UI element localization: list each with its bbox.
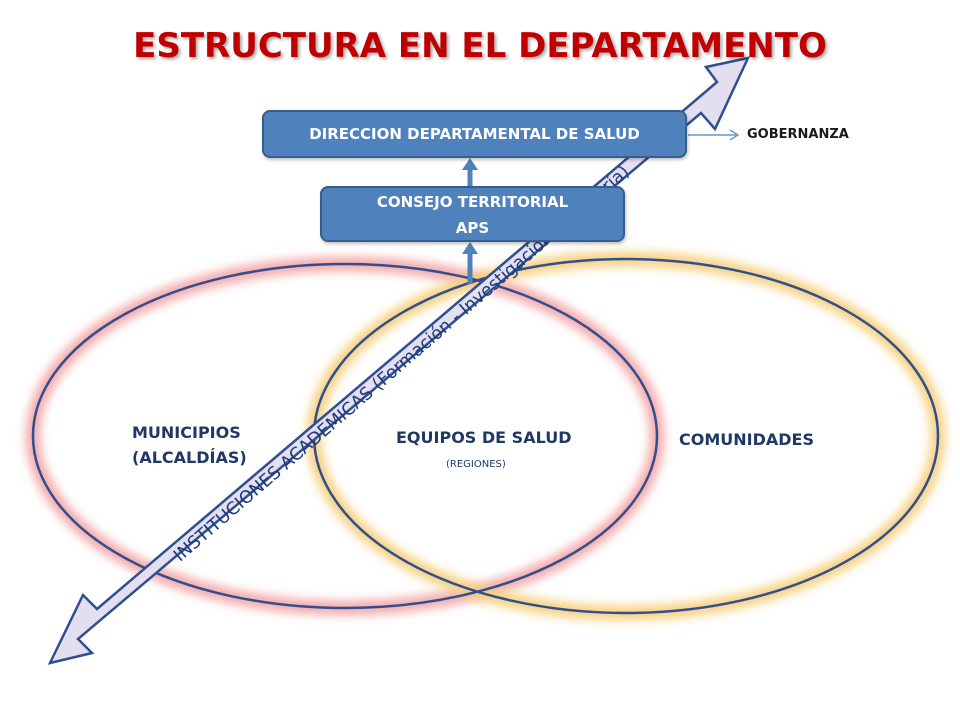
regiones-label: (REGIONES) bbox=[446, 459, 506, 470]
municipios-label-line2: (ALCALDÍAS) bbox=[132, 448, 247, 467]
equipos-salud-label: EQUIPOS DE SALUD bbox=[396, 428, 572, 447]
arrowhead-up-icon bbox=[462, 158, 478, 170]
consejo-label-line1: CONSEJO TERRITORIAL bbox=[376, 193, 569, 211]
page-title: ESTRUCTURA EN EL DEPARTAMENTO bbox=[133, 26, 827, 66]
direccion-departamental-box: DIRECCION DEPARTAMENTAL DE SALUD bbox=[262, 110, 687, 158]
municipios-circle bbox=[31, 262, 659, 610]
arrowhead-up-icon bbox=[462, 242, 478, 254]
consejo-territorial-box: CONSEJO TERRITORIAL APS bbox=[320, 186, 625, 242]
municipios-label: MUNICIPIOS (ALCALDÍAS) bbox=[132, 420, 247, 470]
consejo-label-line2: APS bbox=[455, 219, 490, 237]
gobernanza-arrow-head-icon bbox=[729, 129, 740, 141]
municipios-label-line1: MUNICIPIOS bbox=[132, 423, 241, 442]
direccion-label: DIRECCION DEPARTAMENTAL DE SALUD bbox=[309, 125, 640, 143]
gobernanza-label: GOBERNANZA bbox=[747, 127, 849, 142]
comunidades-label: COMUNIDADES bbox=[679, 430, 814, 449]
